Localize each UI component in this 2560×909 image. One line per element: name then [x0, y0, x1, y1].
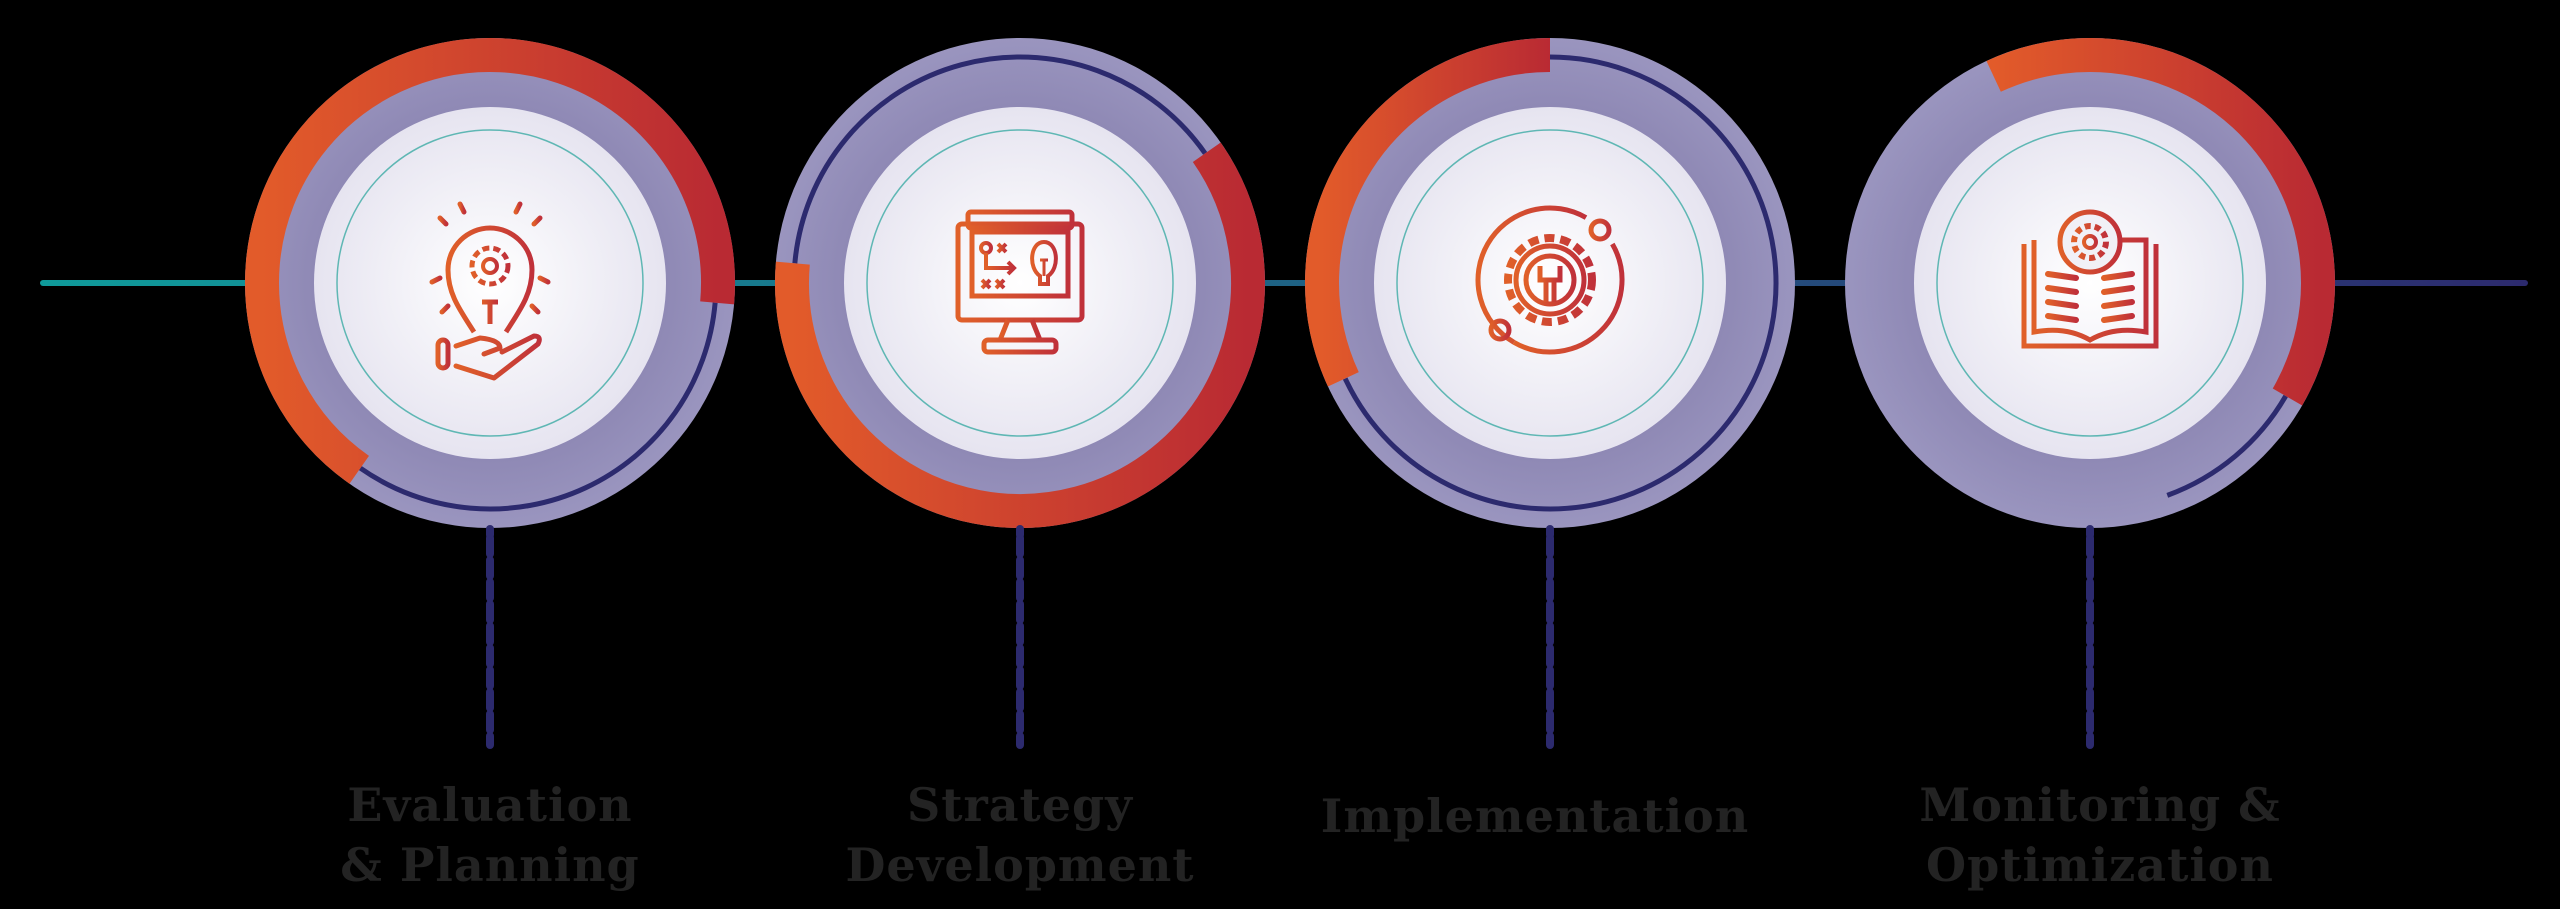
step-node-1: [245, 38, 735, 749]
inner-ring: [336, 129, 644, 437]
step-1-label-line1: Evaluation: [347, 778, 633, 832]
step-3-label-line1: Implementation: [1320, 789, 1750, 843]
inner-disc: [844, 107, 1196, 459]
open-book-gear-icon: [2021, 209, 2159, 349]
inner-ring: [1936, 129, 2244, 437]
gear-wrench-orbit-icon: [1475, 205, 1625, 355]
connector-dot: [1546, 525, 1554, 539]
steps-group: [245, 38, 2335, 749]
inner-ring: [1396, 129, 1704, 437]
connector-dot: [2086, 525, 2094, 539]
lightbulb-gear-hand-icon: [425, 195, 555, 381]
step-node-3: [1305, 38, 1795, 749]
navy-progress-arc: [1342, 54, 1779, 512]
step-4-label-line1: Monitoring &: [1919, 778, 2281, 832]
step-label-3: Implementation: [1300, 786, 1770, 846]
step-1-label-line2: & Planning: [340, 838, 640, 892]
orange-progress-arc: [1986, 38, 2335, 406]
step-label-1: Evaluation & Planning: [280, 775, 700, 895]
monitor-strategy-lightbulb-icon: [955, 209, 1085, 355]
step-node-4: [1845, 38, 2335, 749]
inner-disc: [1374, 107, 1726, 459]
step-4-label-line2: Optimization: [1926, 838, 2274, 892]
connector-dot: [486, 525, 494, 539]
connector-dot: [1016, 525, 1024, 539]
inner-ring: [866, 129, 1174, 437]
navy-progress-arc: [358, 302, 718, 512]
orange-progress-arc: [1305, 38, 1551, 387]
step-label-4: Monitoring & Optimization: [1890, 775, 2310, 895]
step-label-2: Strategy Development: [810, 775, 1230, 895]
step-2-label-line2: Development: [845, 838, 1195, 892]
navy-progress-arc: [2166, 394, 2288, 498]
step-node-2: [775, 38, 1265, 749]
navy-progress-arc: [792, 54, 1208, 264]
orange-progress-arc: [245, 38, 735, 484]
step-2-label-line1: Strategy: [907, 778, 1133, 832]
orange-progress-arc: [775, 142, 1265, 528]
